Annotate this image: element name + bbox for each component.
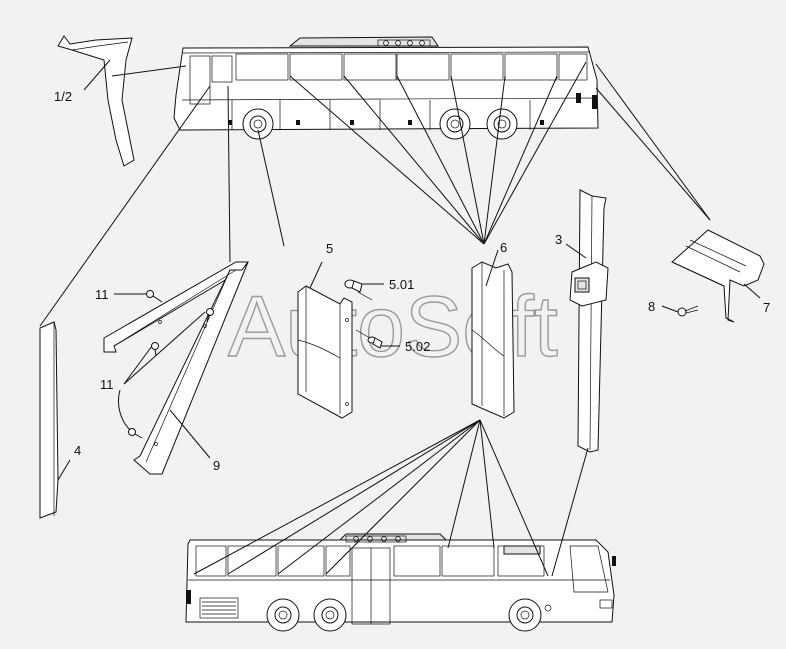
label-6: 6 [500, 240, 507, 255]
pin-5-02 [355, 329, 383, 349]
part-3-pillar [569, 189, 609, 453]
part-5-bracket [297, 285, 353, 419]
part-1-2-pillar-trim [57, 35, 135, 167]
part-7-rail [671, 229, 765, 323]
label-8: 8 [648, 299, 655, 314]
label-1-2: 1/2 [54, 89, 72, 104]
screws-11 [128, 290, 214, 439]
leader-lines [39, 59, 761, 577]
label-11-top: 11 [95, 287, 109, 302]
labels: 1/2 3 4 5 5.01 5.02 6 7 8 9 11 11 [54, 89, 770, 473]
label-9: 9 [213, 458, 220, 473]
label-5-02: 5.02 [405, 339, 430, 354]
label-11-bottom: 11 [100, 377, 114, 392]
part-6-channel [471, 261, 515, 419]
pin-5-01 [344, 279, 373, 301]
label-5-01: 5.01 [389, 277, 414, 292]
bus-top [173, 36, 599, 140]
label-3: 3 [555, 232, 562, 247]
label-4: 4 [74, 443, 81, 458]
label-7: 7 [763, 300, 770, 315]
label-5: 5 [326, 241, 333, 256]
part-9-angle-trim [103, 261, 249, 475]
bus-bottom [185, 533, 616, 632]
part-4-panel [39, 321, 59, 519]
screw-8 [677, 305, 699, 317]
